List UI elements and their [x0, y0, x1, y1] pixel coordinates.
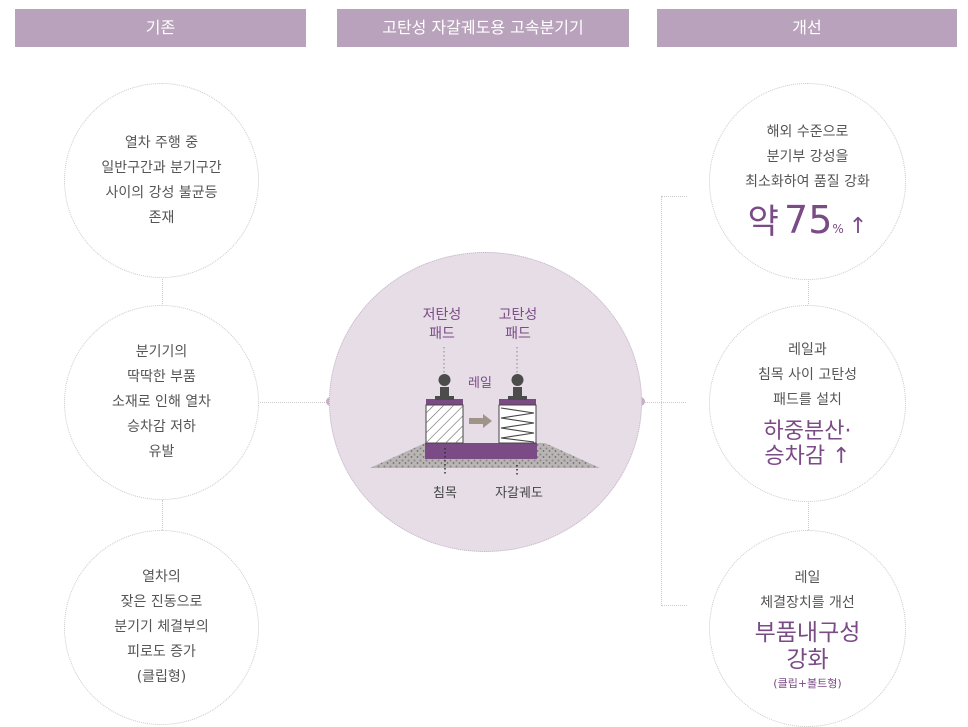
low-pad-label-line: 저탄성	[422, 307, 462, 323]
right-connector-2	[808, 500, 809, 536]
circle-line: 승차감 저하	[127, 419, 196, 435]
circle-line: 체결장치를 개선	[760, 595, 855, 612]
circle-line: 분기기 체결부의	[114, 619, 209, 635]
improvement-circle-stiffness: 해외 수준으로 분기부 강성을 최소화하여 품질 강화 약 75% ↑	[709, 83, 906, 280]
circle-line: 해외 수준으로	[766, 124, 849, 141]
sleeper-label: 침목	[433, 486, 457, 501]
durability-highlight-1: 부품내구성	[754, 620, 861, 647]
improvement-circle-durability: 레일 체결장치를 개선 부품내구성 강화 (클립+볼트형)	[709, 530, 906, 727]
circle-line: 딱딱한 부품	[127, 369, 196, 385]
left-horizontal-connector	[257, 402, 329, 403]
circle-line: 사이의 강성 불균등	[105, 184, 218, 201]
circle-line: 레일	[794, 570, 821, 587]
circle-line: 열차의	[142, 569, 181, 585]
existing-circle-fatigue: 열차의 잦은 진동으로 분기기 체결부의 피로도 증가 (클립형)	[64, 530, 259, 725]
header-existing: 기존	[15, 9, 306, 47]
high-pad-label-line: 고탄성	[498, 307, 538, 323]
durability-note: (클립+볼트형)	[773, 676, 842, 690]
track-diagram-circle	[329, 252, 642, 552]
right-horizontal-connector	[642, 402, 686, 403]
right-bracket-top	[661, 196, 687, 197]
load-highlight-1: 하중분산·	[763, 418, 852, 444]
stiffness-figure: 약 75% ↑	[747, 198, 868, 243]
rail-label: 레일	[468, 376, 492, 391]
existing-circle-imbalance: 열차 주행 중 일반구간과 분기구간 사이의 강성 불균등 존재	[64, 83, 259, 278]
rail-left	[435, 374, 454, 400]
right-bracket-bottom	[661, 605, 687, 606]
stiffness-prefix: 약	[747, 202, 779, 243]
header-improvement: 개선	[657, 9, 957, 47]
right-bracket-vertical	[661, 196, 662, 606]
sleeper	[425, 443, 537, 459]
track-illustration	[370, 347, 600, 475]
left-connector-1	[162, 274, 163, 310]
high-elastic-pad	[498, 399, 537, 444]
load-highlight-2: 승차감 ↑	[764, 444, 851, 469]
circle-line: 소재로 인해 열차	[111, 394, 212, 410]
low-elastic-pad	[425, 399, 464, 444]
header-center: 고탄성 자갈궤도용 고속분기기	[337, 9, 629, 47]
low-pad-label: 저탄성 패드	[412, 306, 472, 344]
improvement-circle-load: 레일과 침목 사이 고탄성 패드를 설치 하중분산· 승차감 ↑	[709, 305, 906, 502]
circle-line: 최소화하여 품질 강화	[745, 174, 870, 191]
circle-line: 레일과	[788, 341, 827, 358]
stiffness-number: 75	[784, 198, 833, 243]
circle-line: 침목 사이 고탄성	[757, 366, 858, 383]
arrow-icon	[469, 414, 492, 428]
circle-line: 잦은 진동으로	[120, 594, 203, 610]
circle-line: (클립형)	[136, 669, 187, 685]
rail-right	[508, 374, 527, 400]
durability-highlight-2: 강화	[786, 646, 829, 673]
left-connector-2	[162, 500, 163, 538]
circle-line: 패드를 설치	[773, 391, 842, 408]
ballast-track-label: 자갈궤도	[495, 486, 543, 501]
circle-line: 분기부 강성을	[766, 149, 849, 166]
up-arrow-icon: ↑	[848, 214, 868, 240]
stiffness-unit: %	[832, 222, 844, 237]
circle-line: 일반구간과 분기구간	[101, 159, 222, 176]
circle-line: 열차 주행 중	[124, 134, 199, 151]
high-pad-label: 고탄성 패드	[487, 306, 549, 344]
circle-line: 존재	[148, 209, 175, 226]
existing-circle-comfort: 분기기의 딱딱한 부품 소재로 인해 열차 승차감 저하 유발	[64, 305, 259, 500]
high-pad-label-line: 패드	[505, 326, 531, 342]
circle-line: 피로도 증가	[127, 644, 196, 660]
low-pad-label-line: 패드	[429, 326, 455, 342]
right-connector-1	[808, 276, 809, 312]
circle-line: 유발	[148, 444, 175, 460]
circle-line: 분기기의	[135, 344, 188, 360]
